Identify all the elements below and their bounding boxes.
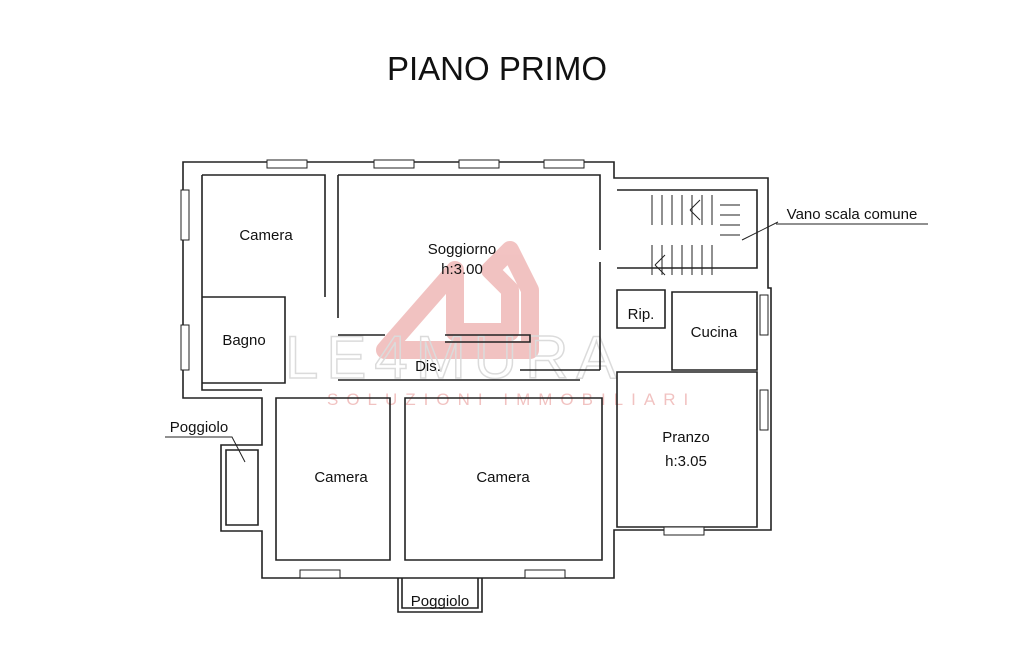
room-label-poggiolo-bottom: Poggiolo (411, 593, 469, 610)
watermark-logo-icon (376, 241, 539, 359)
watermark-tagline: SOLUZIONI IMMOBILIARI (327, 390, 696, 409)
room-label-disimpegno: Dis. (415, 358, 441, 375)
room-label-soggiorno: Soggiorno (428, 241, 496, 258)
room-labels: Camera Soggiorno h:3.00 Bagno Rip. Cucin… (170, 206, 918, 610)
room-label-pranzo: Pranzo (662, 429, 710, 446)
callout-stair: Vano scala comune (787, 206, 918, 223)
stair (651, 195, 779, 276)
room-label-camera-top-left: Camera (239, 227, 293, 244)
room-label-bagno: Bagno (222, 332, 265, 349)
plan-title: PIANO PRIMO (387, 50, 607, 87)
room-label-ripostiglio: Rip. (628, 306, 655, 323)
windows (180, 159, 769, 579)
walls (182, 161, 772, 613)
room-label-cucina: Cucina (691, 324, 738, 341)
room-label-camera-bottom-center: Camera (476, 469, 530, 486)
room-height-pranzo: h:3.05 (665, 453, 707, 470)
leader-lines (165, 223, 928, 463)
watermark-brand: LE4MURA (285, 324, 624, 391)
room-label-poggiolo-left: Poggiolo (170, 419, 228, 436)
room-height-soggiorno: h:3.00 (441, 261, 483, 278)
watermark: LE4MURA SOLUZIONI IMMOBILIARI (284, 241, 696, 409)
room-label-camera-bottom-left: Camera (314, 469, 368, 486)
